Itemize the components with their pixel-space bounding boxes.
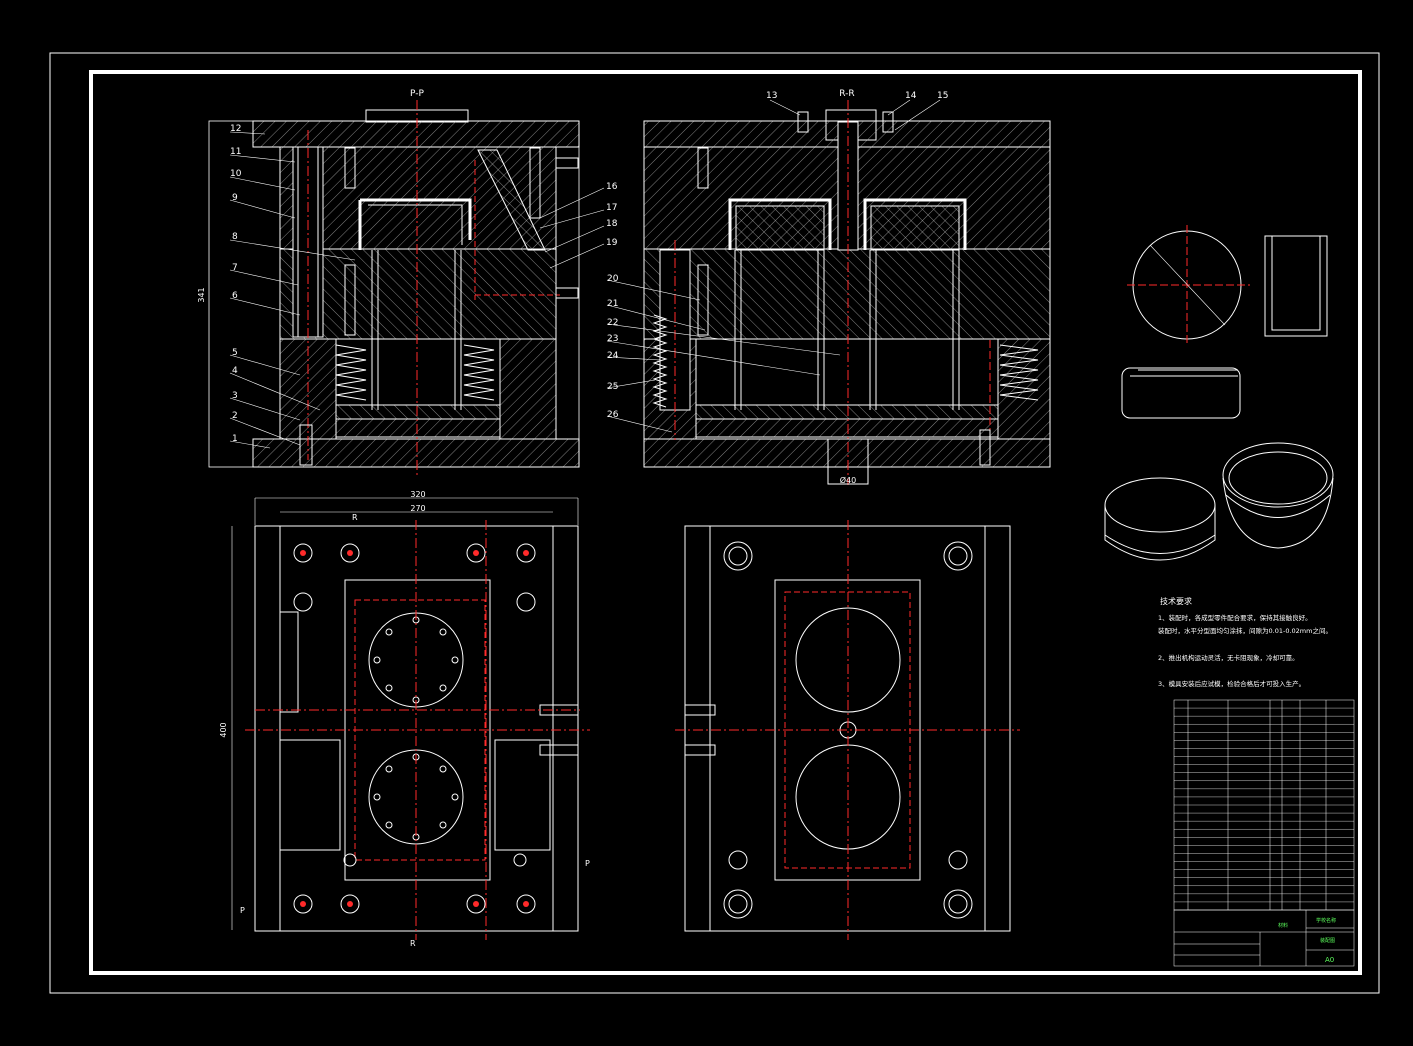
cut-mark-p-right: P [585, 859, 590, 868]
part-num-11: 11 [230, 147, 241, 157]
section-view-rr: R-R Ø40 [643, 89, 1051, 485]
title-block [1173, 909, 1355, 967]
part-num-17: 17 [606, 203, 617, 213]
part-num-19: 19 [606, 238, 618, 248]
part-num-21: 21 [607, 299, 618, 309]
leaders-right [539, 187, 605, 269]
tech-req-line-4: 3、模具安装后应试模，检验合格后才可投入生产。 [1158, 679, 1305, 688]
part-num-12: 12 [230, 124, 241, 134]
section-title-pp: P-P [410, 89, 424, 99]
title-drawing-name: 装配图 [1320, 937, 1335, 944]
dim-320: 320 [410, 490, 425, 499]
title-scale: A0 [1325, 956, 1334, 964]
part-num-3: 3 [232, 391, 238, 401]
cut-mark-r-top: R [352, 513, 358, 522]
tech-req-title: 技术要求 [1160, 596, 1192, 606]
part-num-10: 10 [230, 169, 242, 179]
part-num-26: 26 [607, 410, 619, 420]
part-num-5: 5 [232, 348, 238, 358]
part-numbers-left: 12 11 10 9 8 7 6 5 4 3 2 1 [230, 124, 242, 444]
technical-requirements: 技术要求 1、装配时，各成型零件配合要求，保持其接触良好。 装配时，水平分型面均… [1158, 596, 1332, 688]
title-material: 材料 [1278, 922, 1288, 929]
part-num-8: 8 [232, 232, 238, 242]
tech-req-line-1: 1、装配时，各成型零件配合要求，保持其接触良好。 [1158, 613, 1312, 622]
tech-req-line-3: 2、推出机构运动灵活，无卡阻现象，冷却可靠。 [1158, 653, 1299, 662]
inner-border [89, 70, 1362, 975]
part-num-25: 25 [607, 382, 618, 392]
part-num-14: 14 [905, 91, 917, 101]
dim-341: 341 [197, 287, 206, 302]
part-num-7: 7 [232, 263, 238, 273]
part-num-15: 15 [937, 91, 948, 101]
cut-mark-p-left: P [240, 906, 245, 915]
part-num-16: 16 [606, 182, 618, 192]
cut-mark-r-bottom: R [410, 939, 416, 948]
part-numbers-mid: 20 21 22 23 24 25 26 [607, 274, 619, 420]
dim-400: 400 [219, 722, 228, 737]
part-numbers-top: 13 14 15 [766, 91, 948, 101]
tech-req-line-2: 装配时，水平分型面均匀涂抹，间隙为0.01-0.02mm之间。 [1158, 626, 1332, 635]
part-num-20: 20 [607, 274, 619, 284]
leaders-mid [606, 279, 841, 433]
section-title-rr: R-R [839, 89, 854, 99]
plan-view-moving-half [675, 520, 1020, 940]
plan-view-fixed-half: 320 270 400 [219, 490, 590, 948]
part-num-18: 18 [606, 219, 618, 229]
outer-border [49, 52, 1380, 994]
parts-list-rows [1174, 707, 1354, 903]
leaders-top [769, 99, 941, 131]
part-num-6: 6 [232, 291, 238, 301]
dim-dia-40: Ø40 [840, 475, 856, 485]
part-num-4: 4 [232, 366, 238, 376]
part-num-1: 1 [232, 434, 238, 444]
part-detail-views [1104, 225, 1334, 561]
part-num-9: 9 [232, 193, 238, 203]
dim-270: 270 [410, 504, 425, 513]
part-num-2: 2 [232, 411, 238, 421]
section-view-pp: P-P [197, 89, 580, 475]
title-school: 学校名称 [1316, 917, 1336, 924]
part-num-22: 22 [607, 318, 618, 328]
part-num-23: 23 [607, 334, 618, 344]
part-numbers-right: 16 17 18 19 [606, 182, 618, 248]
part-num-13: 13 [766, 91, 777, 101]
leaders-left [229, 131, 356, 449]
part-num-24: 24 [607, 351, 619, 361]
